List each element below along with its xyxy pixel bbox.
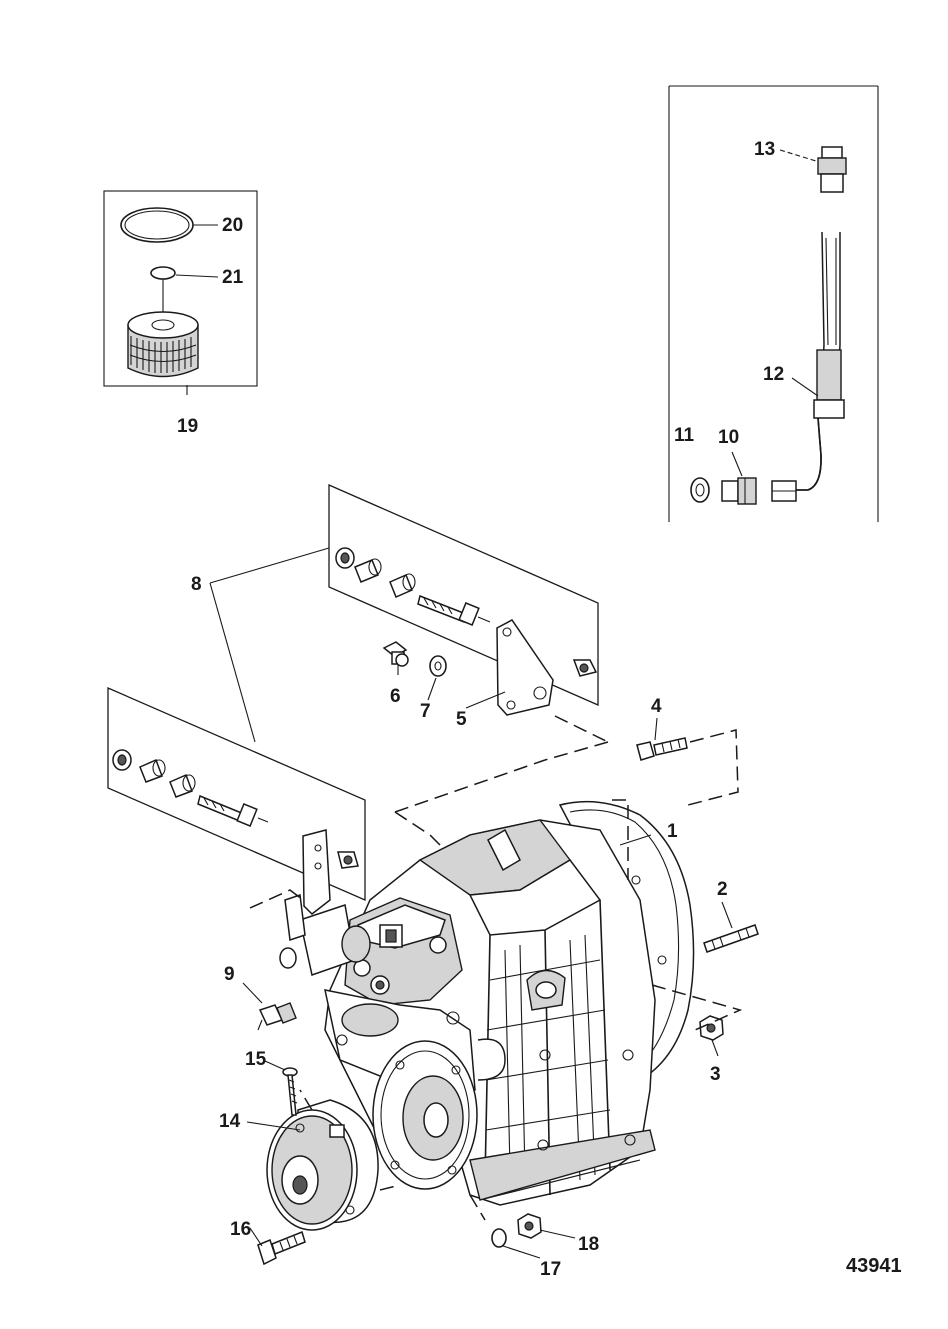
- upper-mount-kit-panel: [328, 484, 599, 716]
- part-label-19: 19: [177, 416, 198, 437]
- part-label-13: 13: [754, 139, 775, 160]
- lock-washer-part: [429, 655, 447, 677]
- part-label-11: 11: [674, 425, 695, 446]
- part-label-16: 16: [230, 1219, 251, 1240]
- hose-inset: [668, 85, 879, 522]
- part-label-9: 9: [224, 964, 235, 985]
- transmission-housing-part: [279, 800, 695, 1206]
- oil-hose-part: [771, 231, 845, 502]
- output-flange-part: [372, 1040, 478, 1190]
- part-label-7: 7: [420, 701, 431, 722]
- part-label-1: 1: [667, 821, 678, 842]
- mount-bracket-part: [496, 619, 554, 716]
- flange-nut-part: [517, 1213, 542, 1239]
- set-screw-part: [282, 1067, 298, 1116]
- filter-kit-inset: [103, 190, 258, 387]
- snap-ring-part: [150, 266, 219, 318]
- part-label-10: 10: [718, 427, 739, 448]
- part-label-21: 21: [222, 267, 244, 288]
- o-ring-part: [120, 207, 218, 243]
- part-label-17: 17: [540, 1259, 561, 1280]
- mounting-stud-part: [703, 924, 759, 953]
- part-label-15: 15: [245, 1049, 267, 1070]
- part-label-12: 12: [763, 364, 784, 385]
- part-label-20: 20: [222, 215, 243, 236]
- part-label-3: 3: [710, 1064, 721, 1085]
- lower-mount-kit-panel: [107, 687, 366, 915]
- part-label-18: 18: [578, 1234, 599, 1255]
- temperature-switch-part: [242, 982, 297, 1031]
- part-label-6: 6: [390, 686, 401, 707]
- part-label-8: 8: [191, 574, 202, 595]
- coupling-bolt-part: [249, 1227, 306, 1266]
- adapter-fitting-part: [721, 451, 757, 505]
- housing-bolt-part: [636, 737, 688, 761]
- part-label-2: 2: [717, 879, 728, 900]
- drive-coupling-part: [266, 1099, 379, 1231]
- part-label-14: 14: [219, 1111, 241, 1132]
- hose-fitting-part: [779, 146, 847, 193]
- filter-element-part: [127, 311, 199, 378]
- hex-nut-part: [699, 1015, 724, 1041]
- sealing-washer-part: [690, 477, 710, 503]
- part-label-4: 4: [651, 696, 662, 717]
- mount-bolt-part: [382, 641, 409, 667]
- diagram-reference-number: 43941: [846, 1255, 902, 1277]
- part-label-5: 5: [456, 709, 467, 730]
- flat-washer-part: [491, 1228, 507, 1248]
